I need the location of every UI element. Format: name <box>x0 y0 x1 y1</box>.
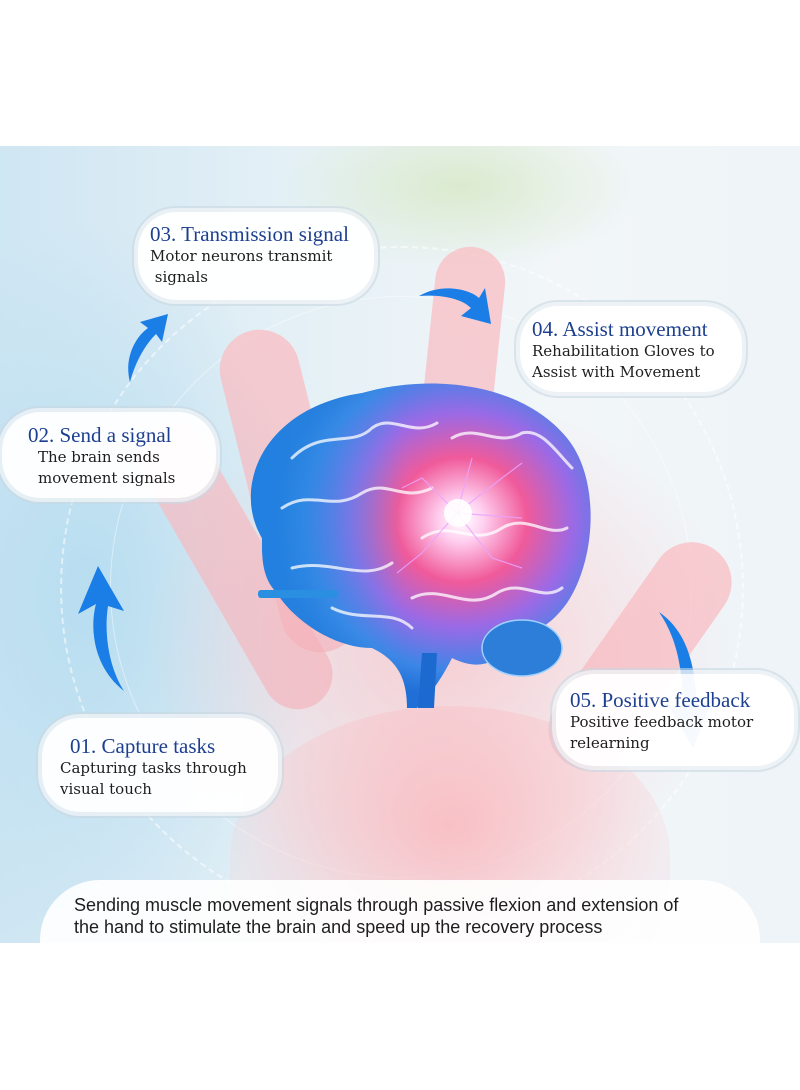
diagram-canvas: 03. Transmission signal Motor neurons tr… <box>0 146 800 943</box>
arrow-up-right-icon <box>128 314 168 382</box>
step-03-desc-line2: signals <box>150 268 208 286</box>
caption-bar: Sending muscle movement signals through … <box>40 880 760 943</box>
brain-illustration <box>250 383 591 708</box>
step-01-callout: 01. Capture tasks Capturing tasks throug… <box>42 718 278 812</box>
step-05-title: 05. Positive feedback <box>570 688 751 712</box>
step-01-desc-line1: Capturing tasks through <box>60 759 247 777</box>
step-03-callout: 03. Transmission signal Motor neurons tr… <box>138 212 374 300</box>
step-02-callout: 02. Send a signal The brain sends moveme… <box>2 412 216 498</box>
step-04-desc-line2: Assist with Movement <box>532 363 701 381</box>
step-04-callout: 04. Assist movement Rehabilitation Glove… <box>520 306 742 392</box>
bottom-whitespace <box>0 943 800 1090</box>
step-05-callout: 05. Positive feedback Positive feedback … <box>556 674 794 766</box>
step-04-desc-line1: Rehabilitation Gloves to <box>532 342 715 360</box>
step-05-desc-line1: Positive feedback motor <box>570 713 754 731</box>
step-04-title: 04. Assist movement <box>532 317 708 341</box>
step-03-title: 03. Transmission signal <box>150 222 349 246</box>
step-03-desc-line1: Motor neurons transmit <box>150 247 333 265</box>
step-02-desc-line2: movement signals <box>38 469 176 487</box>
step-01-title: 01. Capture tasks <box>70 734 216 758</box>
caption-line2: the hand to stimulate the brain and spee… <box>74 917 603 937</box>
arrow-curve-right-icon <box>419 288 491 324</box>
caption-line1: Sending muscle movement signals through … <box>74 895 679 915</box>
step-02-desc-line1: The brain sends <box>38 448 160 466</box>
step-02-title: 02. Send a signal <box>28 423 172 447</box>
step-05-desc-line2: relearning <box>570 734 650 752</box>
step-01-desc-line2: visual touch <box>60 780 152 798</box>
arrow-up-icon <box>78 566 124 691</box>
top-whitespace <box>0 0 800 146</box>
